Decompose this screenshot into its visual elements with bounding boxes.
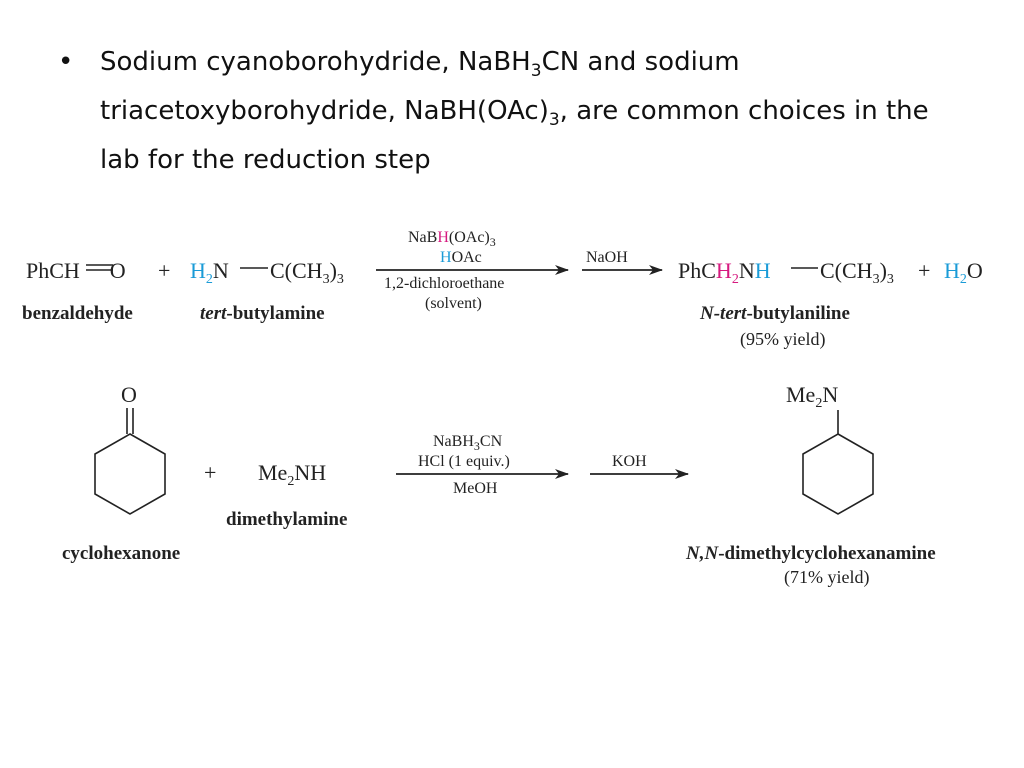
dimethylamine-formula: Me2NH — [258, 460, 326, 489]
bullet-text: Sodium cyanoborohydride, NaBH3CN and sod… — [100, 42, 958, 180]
cyclohexanone-ring — [94, 433, 166, 515]
tert-butylamine-formula: H2N — [190, 258, 229, 287]
benzaldehyde-label: benzaldehyde — [22, 303, 133, 324]
product-label: N,N-dimethylcyclohexanamine — [685, 543, 936, 564]
solvent-name: 1,2-dichloroethane — [384, 275, 504, 292]
subscript: 3 — [548, 110, 560, 131]
yield-label: (95% yield) — [740, 329, 825, 350]
dimethylamino-group: Me2N — [786, 382, 838, 411]
bullet-text-part: CN and sodium triacetoxyborohydride, NaB… — [100, 47, 740, 127]
solvent-note: (solvent) — [425, 295, 482, 312]
bullet-point: • Sodium cyanoborohydride, NaBH3CN and s… — [58, 42, 958, 180]
carbonyl-oxygen: O — [121, 382, 137, 407]
cyclohexanone-label: cyclohexanone — [62, 543, 180, 564]
reagent-nabh-oac3: NaBH(OAc)3 — [408, 229, 496, 249]
plus-sign: + — [204, 460, 216, 485]
reagent-hoac: HOAc — [440, 249, 482, 266]
cyclohexane-ring — [802, 433, 874, 515]
plus-sign: + — [158, 258, 170, 283]
tert-butylamine-label: tert-butylamine — [200, 303, 325, 324]
product-label: N-tert-butylaniline — [699, 303, 850, 324]
reagent-nabh3cn: NaBH3CN — [433, 433, 503, 453]
water-formula: H2O — [944, 258, 983, 287]
reagent-naoh: NaOH — [586, 249, 628, 266]
subscript: 3 — [530, 61, 542, 82]
solvent-meoh: MeOH — [453, 480, 498, 497]
reaction-2: O cyclohexanone + Me2NH dimethylamine Na… — [62, 382, 936, 588]
yield-label: (71% yield) — [784, 567, 869, 588]
bullet-text-part: Sodium cyanoborohydride, NaBH — [100, 47, 531, 77]
dimethylamine-label: dimethylamine — [226, 509, 347, 530]
reagent-hcl: HCl (1 equiv.) — [418, 453, 510, 470]
reagent-koh: KOH — [612, 453, 647, 470]
product-tert-butyl-group: C(CH3)3 — [820, 258, 894, 287]
bullet-marker: • — [58, 47, 74, 77]
product-formula: PhCH2NH — [678, 258, 771, 287]
tert-butyl-group: C(CH3)3 — [270, 258, 344, 287]
bullet-text-part: , are common choices in the lab for the … — [100, 96, 929, 176]
plus-sign: + — [918, 258, 930, 283]
